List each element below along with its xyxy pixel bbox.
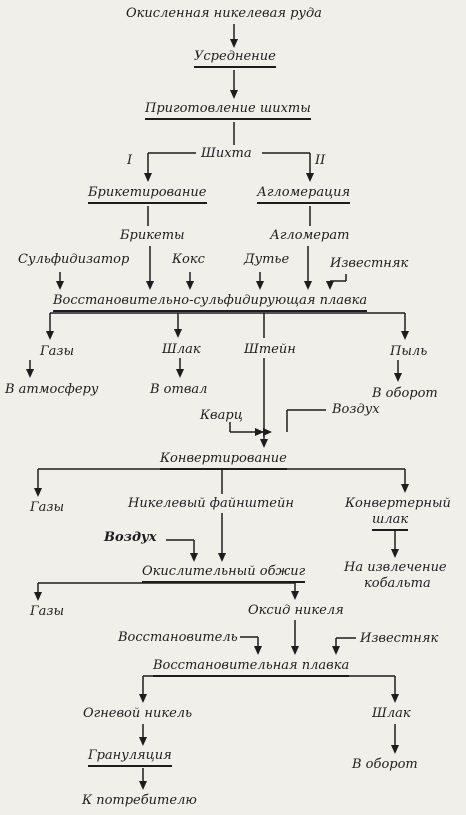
- arrowhead-18: [56, 281, 64, 290]
- arrowhead-61: [391, 549, 399, 558]
- arrowhead-56: [218, 553, 226, 562]
- arrowhead-54: [401, 484, 409, 493]
- output-converter-slag-line2: шлак: [372, 512, 409, 531]
- arrowhead-20: [186, 281, 194, 290]
- arrowhead-64: [34, 592, 42, 601]
- route-label-2: II: [315, 153, 326, 168]
- output-dust: Пыль: [390, 344, 428, 359]
- input-blast: Дутье: [244, 252, 290, 267]
- arrowhead-22: [256, 281, 264, 290]
- node-agglomerate: Агломерат: [270, 228, 350, 243]
- dest-recycle-2: В оборот: [352, 757, 418, 772]
- output-nickel-oxide: Оксид никеля: [248, 603, 344, 618]
- arrowhead-74: [332, 646, 340, 655]
- node-briquetting: Брикетирование: [88, 185, 207, 204]
- dest-cobalt-line2: кобальта: [364, 576, 431, 591]
- arrowhead-29: [46, 331, 54, 340]
- node-granulation: Грануляция: [88, 748, 172, 767]
- arrowhead-83: [139, 781, 147, 790]
- output-gases-1: Газы: [40, 344, 75, 359]
- node-reduction-smelting: Восстановительная плавка: [153, 658, 350, 677]
- output-fine-matte: Никелевый файнштейн: [128, 496, 294, 511]
- arrowhead-31: [174, 329, 182, 338]
- arrowhead-1: [230, 39, 238, 48]
- node-converting: Конвертирование: [160, 451, 287, 470]
- dest-dump: В отвал: [150, 382, 208, 397]
- arrowhead-40: [394, 373, 402, 382]
- input-coke: Кокс: [172, 252, 205, 267]
- output-matte: Штейн: [244, 342, 296, 357]
- arrowhead-45: [255, 428, 264, 436]
- arrowhead-79: [391, 694, 399, 703]
- output-gases-2: Газы: [30, 500, 65, 515]
- arrowhead-26: [326, 281, 334, 290]
- arrowhead-68: [291, 646, 299, 655]
- arrowhead-38: [176, 369, 184, 378]
- node-smelting: Восстановительно-сульфидирующая плавка: [53, 293, 368, 312]
- output-slag-1: Шлак: [162, 342, 201, 357]
- arrowhead-48: [263, 428, 272, 436]
- output-slag-2: Шлак: [372, 706, 411, 721]
- arrowhead-81: [139, 737, 147, 746]
- arrowhead-3: [230, 90, 238, 99]
- arrowhead-59: [190, 553, 198, 562]
- arrowhead-51: [34, 488, 42, 497]
- input-sulfidizer: Сульфидизатор: [18, 252, 130, 267]
- dest-recycle-1: В оборот: [372, 386, 438, 401]
- arrowhead-77: [139, 694, 147, 703]
- arrowhead-71: [254, 646, 262, 655]
- node-charge-prep: Приготовление шихты: [145, 101, 311, 120]
- node-briquettes: Брикеты: [120, 228, 185, 243]
- node-ore: Окисленная никелевая руда: [126, 6, 322, 21]
- dest-cobalt-line1: На извлечение: [344, 560, 447, 575]
- arrowhead-66: [291, 591, 299, 600]
- input-air-1: Воздух: [332, 402, 380, 417]
- dest-atmosphere: В атмосферу: [5, 382, 99, 397]
- arrowhead-36: [26, 369, 34, 378]
- output-fire-nickel: Огневой никель: [83, 706, 193, 721]
- arrowhead-34: [401, 331, 409, 340]
- arrowhead-42: [260, 439, 268, 448]
- dest-consumer: К потребителю: [82, 793, 197, 808]
- route-label-1: I: [127, 153, 133, 168]
- node-agglomeration: Агломерация: [257, 185, 351, 204]
- node-charge: Шихта: [201, 146, 252, 161]
- node-oxidizing-roast: Окислительный обжиг: [142, 564, 306, 583]
- arrowhead-16: [304, 281, 312, 290]
- input-reductant: Восстановитель: [118, 630, 238, 645]
- input-air-2: Воздух: [104, 530, 157, 545]
- arrowhead-85: [391, 745, 399, 754]
- input-limestone-2: Известняк: [360, 631, 439, 646]
- output-gases-3: Газы: [30, 604, 65, 619]
- output-converter-slag-line1: Конвертерный: [345, 496, 451, 511]
- input-limestone-1: Известняк: [330, 256, 409, 271]
- input-quartz: Кварц: [200, 408, 243, 423]
- arrowhead-14: [146, 281, 154, 290]
- arrowhead-7: [144, 173, 152, 182]
- node-averaging: Усреднение: [194, 49, 276, 68]
- arrowhead-10: [306, 173, 314, 182]
